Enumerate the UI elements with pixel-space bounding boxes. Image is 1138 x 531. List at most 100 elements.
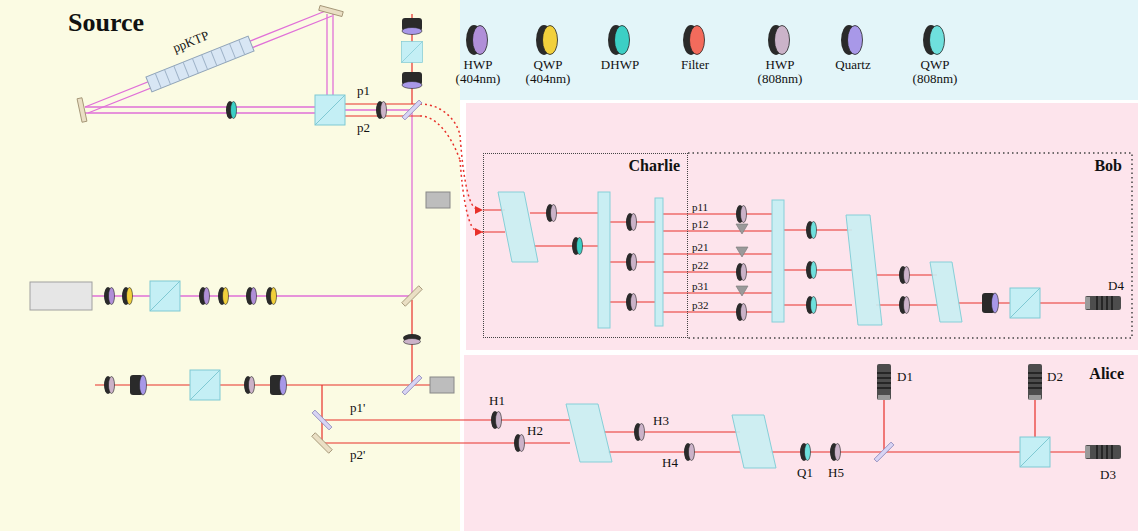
- detector-label: D3: [1100, 468, 1116, 482]
- detector-label: D4: [1108, 279, 1124, 293]
- legend-text: HWP (808nm): [746, 58, 814, 86]
- optic-component: [830, 443, 841, 461]
- optic-component: [402, 72, 422, 89]
- optic-component: [402, 286, 423, 307]
- crystal-label: ppKTP: [171, 28, 211, 55]
- optic-component: [806, 221, 817, 239]
- photon-beam: [95, 14, 1085, 452]
- legend-text: DHWP: [586, 58, 654, 72]
- waveplate-label: Q1: [797, 466, 813, 480]
- optic-component: [800, 443, 811, 461]
- legend-item: QWP (808nm): [901, 22, 969, 86]
- legend-item: HWP (808nm): [746, 22, 814, 86]
- optic-component: [190, 370, 220, 400]
- beam-path: [95, 300, 570, 443]
- legend-swatch: [848, 26, 863, 55]
- optic-component: [130, 375, 147, 395]
- optic-component: [312, 410, 332, 430]
- beam-label: p21: [692, 241, 709, 253]
- beam-path: [85, 107, 315, 113]
- optic-component: [403, 334, 421, 345]
- beam-path: [155, 40, 245, 88]
- label-anchor: p21: [692, 241, 709, 253]
- detector-label: D2: [1047, 370, 1063, 384]
- legend-swatch: [615, 26, 630, 55]
- label-anchor: D4: [1108, 279, 1124, 293]
- beam-label: p2: [357, 121, 370, 135]
- waveplate-label: H1: [489, 394, 505, 408]
- label-anchor: p1': [350, 401, 365, 415]
- optic-component: [402, 18, 422, 35]
- beam-label: p12: [692, 218, 709, 230]
- panel-title: Charlie: [628, 157, 680, 175]
- optic-component: [626, 213, 637, 231]
- optic-block: [736, 247, 748, 257]
- optic-component: [312, 433, 333, 454]
- optic-component: [877, 364, 891, 400]
- label-anchor: p12: [692, 218, 709, 230]
- optic-component: [218, 287, 229, 305]
- label-anchor: H5: [828, 466, 844, 480]
- optic-component: [626, 293, 637, 311]
- legend-swatch: [473, 26, 488, 55]
- legend-icon: [760, 22, 800, 58]
- optic-block: [846, 215, 882, 325]
- optic-component: [899, 266, 910, 284]
- optic-component: [376, 101, 387, 119]
- legend-swatch: [930, 26, 945, 55]
- detector-label: D1: [897, 370, 913, 384]
- source-panel: Source: [0, 0, 460, 531]
- optic-component: [226, 101, 237, 119]
- optic-block: [498, 192, 538, 262]
- optic-block: [736, 224, 748, 234]
- legend-text: QWP (808nm): [901, 58, 969, 86]
- beam-path: [688, 153, 1132, 338]
- legend-swatch: [543, 26, 558, 55]
- optic-component: [246, 287, 257, 305]
- legend-item: QWP (404nm): [514, 22, 582, 86]
- optic-component: [1020, 437, 1050, 467]
- bob-optics: [498, 153, 1132, 338]
- label-anchor: H1: [489, 394, 505, 408]
- optic-block: [430, 377, 454, 393]
- optic-component: [104, 287, 115, 305]
- legend-text: QWP (404nm): [514, 58, 582, 86]
- optic-component: [634, 423, 645, 441]
- waveplate-label: H4: [662, 456, 678, 470]
- beam-path: [420, 104, 460, 160]
- legend-item: Filter: [661, 22, 729, 72]
- label-anchor: p2: [357, 121, 370, 135]
- beam-path: [327, 14, 333, 95]
- beam-label: p11: [692, 201, 708, 213]
- optic-component: [266, 287, 277, 305]
- optic-component: [150, 281, 180, 311]
- optic-component: [736, 205, 747, 223]
- label-anchor: p2': [350, 448, 365, 462]
- label-anchor: H4: [662, 456, 678, 470]
- legend-icon: [833, 22, 873, 58]
- legend-swatch: [690, 26, 705, 55]
- label-anchor: ppKTP: [171, 28, 211, 55]
- label-anchor: p11: [692, 201, 708, 213]
- label-anchor: p31: [692, 280, 709, 292]
- label-anchor: D2: [1047, 370, 1063, 384]
- optic-component: [244, 376, 255, 394]
- optic-component: [491, 411, 502, 429]
- pump-beam: [85, 10, 412, 296]
- legend-icon: [675, 22, 715, 58]
- label-anchor: D1: [897, 370, 913, 384]
- optic-component: [1028, 364, 1042, 400]
- optic-component: [104, 376, 115, 394]
- alice-panel: Alice: [464, 355, 1138, 531]
- alice-optics: [491, 364, 1121, 468]
- beam-label: p32: [692, 299, 709, 311]
- legend-swatch: [775, 26, 790, 55]
- legend-text: Quartz: [819, 58, 887, 72]
- optic-component: [199, 287, 210, 305]
- label-anchor: D3: [1100, 468, 1116, 482]
- optic-component: [1085, 445, 1121, 459]
- waveplate-label: H2: [527, 424, 543, 438]
- legend-text: HWP (404nm): [444, 58, 512, 86]
- optic-component: [77, 98, 87, 123]
